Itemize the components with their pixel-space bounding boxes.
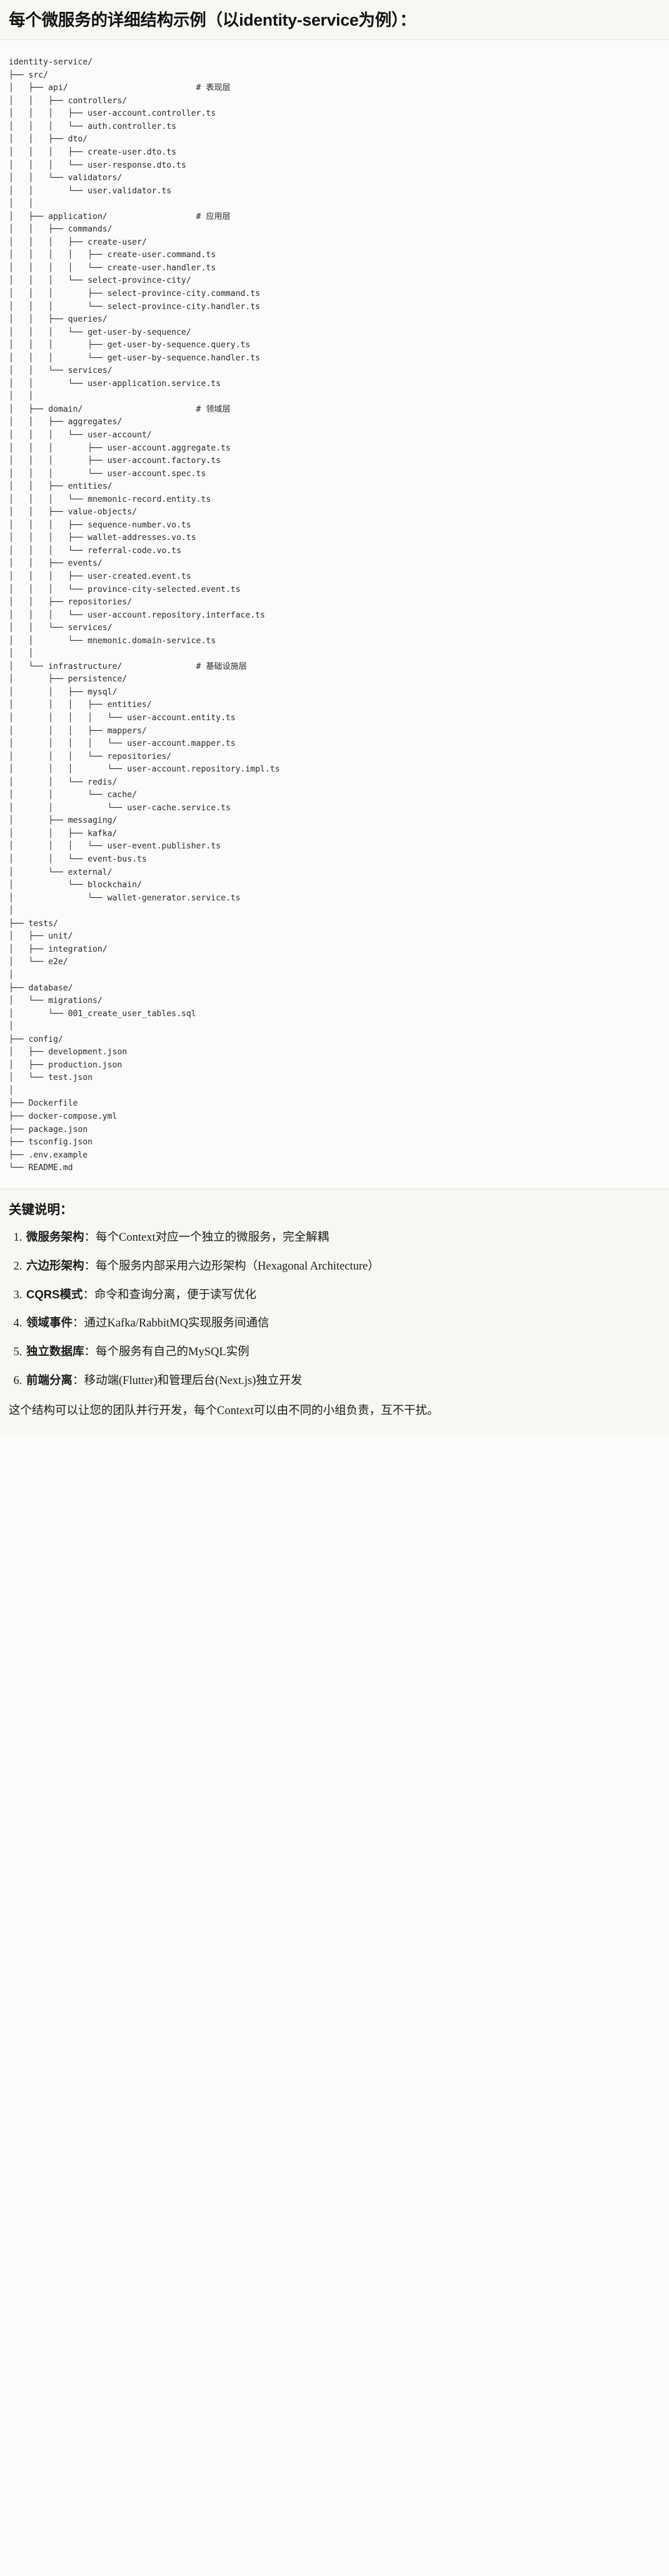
key-note-description: ：每个Context对应一个独立的微服务，完全解耦 (84, 1231, 329, 1245)
document-page: 每个微服务的详细结构示例（以identity-service为例）： ident… (0, 0, 669, 1435)
key-note-term: 微服务架构 (26, 1230, 84, 1244)
key-note-item: 独立数据库：每个服务有自己的MySQL实例 (25, 1343, 660, 1362)
key-note-description: ：每个服务有自己的MySQL实例 (84, 1346, 249, 1359)
heading-section: 每个微服务的详细结构示例（以identity-service为例）： (0, 0, 669, 40)
key-notes-section: 关键说明： 微服务架构：每个Context对应一个独立的微服务，完全解耦六边形架… (0, 1189, 669, 1436)
key-note-description: ：命令和查询分离，便于读写优化 (83, 1288, 256, 1301)
key-notes-title: 关键说明： (9, 1202, 73, 1217)
key-note-item: CQRS模式：命令和查询分离，便于读写优化 (25, 1286, 660, 1305)
heading-divider (0, 39, 669, 41)
key-notes-list: 微服务架构：每个Context对应一个独立的微服务，完全解耦六边形架构：每个服务… (9, 1228, 660, 1390)
key-note-term: 六边形架构 (26, 1259, 84, 1273)
key-note-description: ：每个服务内部采用六边形架构（Hexagonal Architecture） (84, 1260, 380, 1273)
key-note-term: 独立数据库 (26, 1345, 84, 1358)
key-note-term: 前端分离 (26, 1373, 73, 1387)
directory-tree-section: identity-service/ ├── src/ │ ├── api/ # … (0, 40, 669, 1189)
key-note-item: 微服务架构：每个Context对应一个独立的微服务，完全解耦 (25, 1228, 660, 1247)
page-title: 每个微服务的详细结构示例（以identity-service为例）： (9, 11, 416, 29)
key-note-item: 领域事件：通过Kafka/RabbitMQ实现服务间通信 (25, 1314, 660, 1333)
directory-tree: identity-service/ ├── src/ │ ├── api/ # … (9, 58, 280, 1173)
closing-paragraph: 这个结构可以让您的团队并行开发，每个Context可以由不同的小组负责，互不干扰… (9, 1405, 439, 1418)
key-note-description: ：移动端(Flutter)和管理后台(Next.js)独立开发 (73, 1374, 303, 1387)
key-note-term: CQRS模式 (26, 1287, 83, 1301)
key-note-description: ：通过Kafka/RabbitMQ实现服务间通信 (73, 1317, 269, 1330)
key-note-item: 前端分离：移动端(Flutter)和管理后台(Next.js)独立开发 (25, 1372, 660, 1390)
key-note-term: 领域事件 (26, 1316, 73, 1330)
key-note-item: 六边形架构：每个服务内部采用六边形架构（Hexagonal Architectu… (25, 1257, 660, 1276)
